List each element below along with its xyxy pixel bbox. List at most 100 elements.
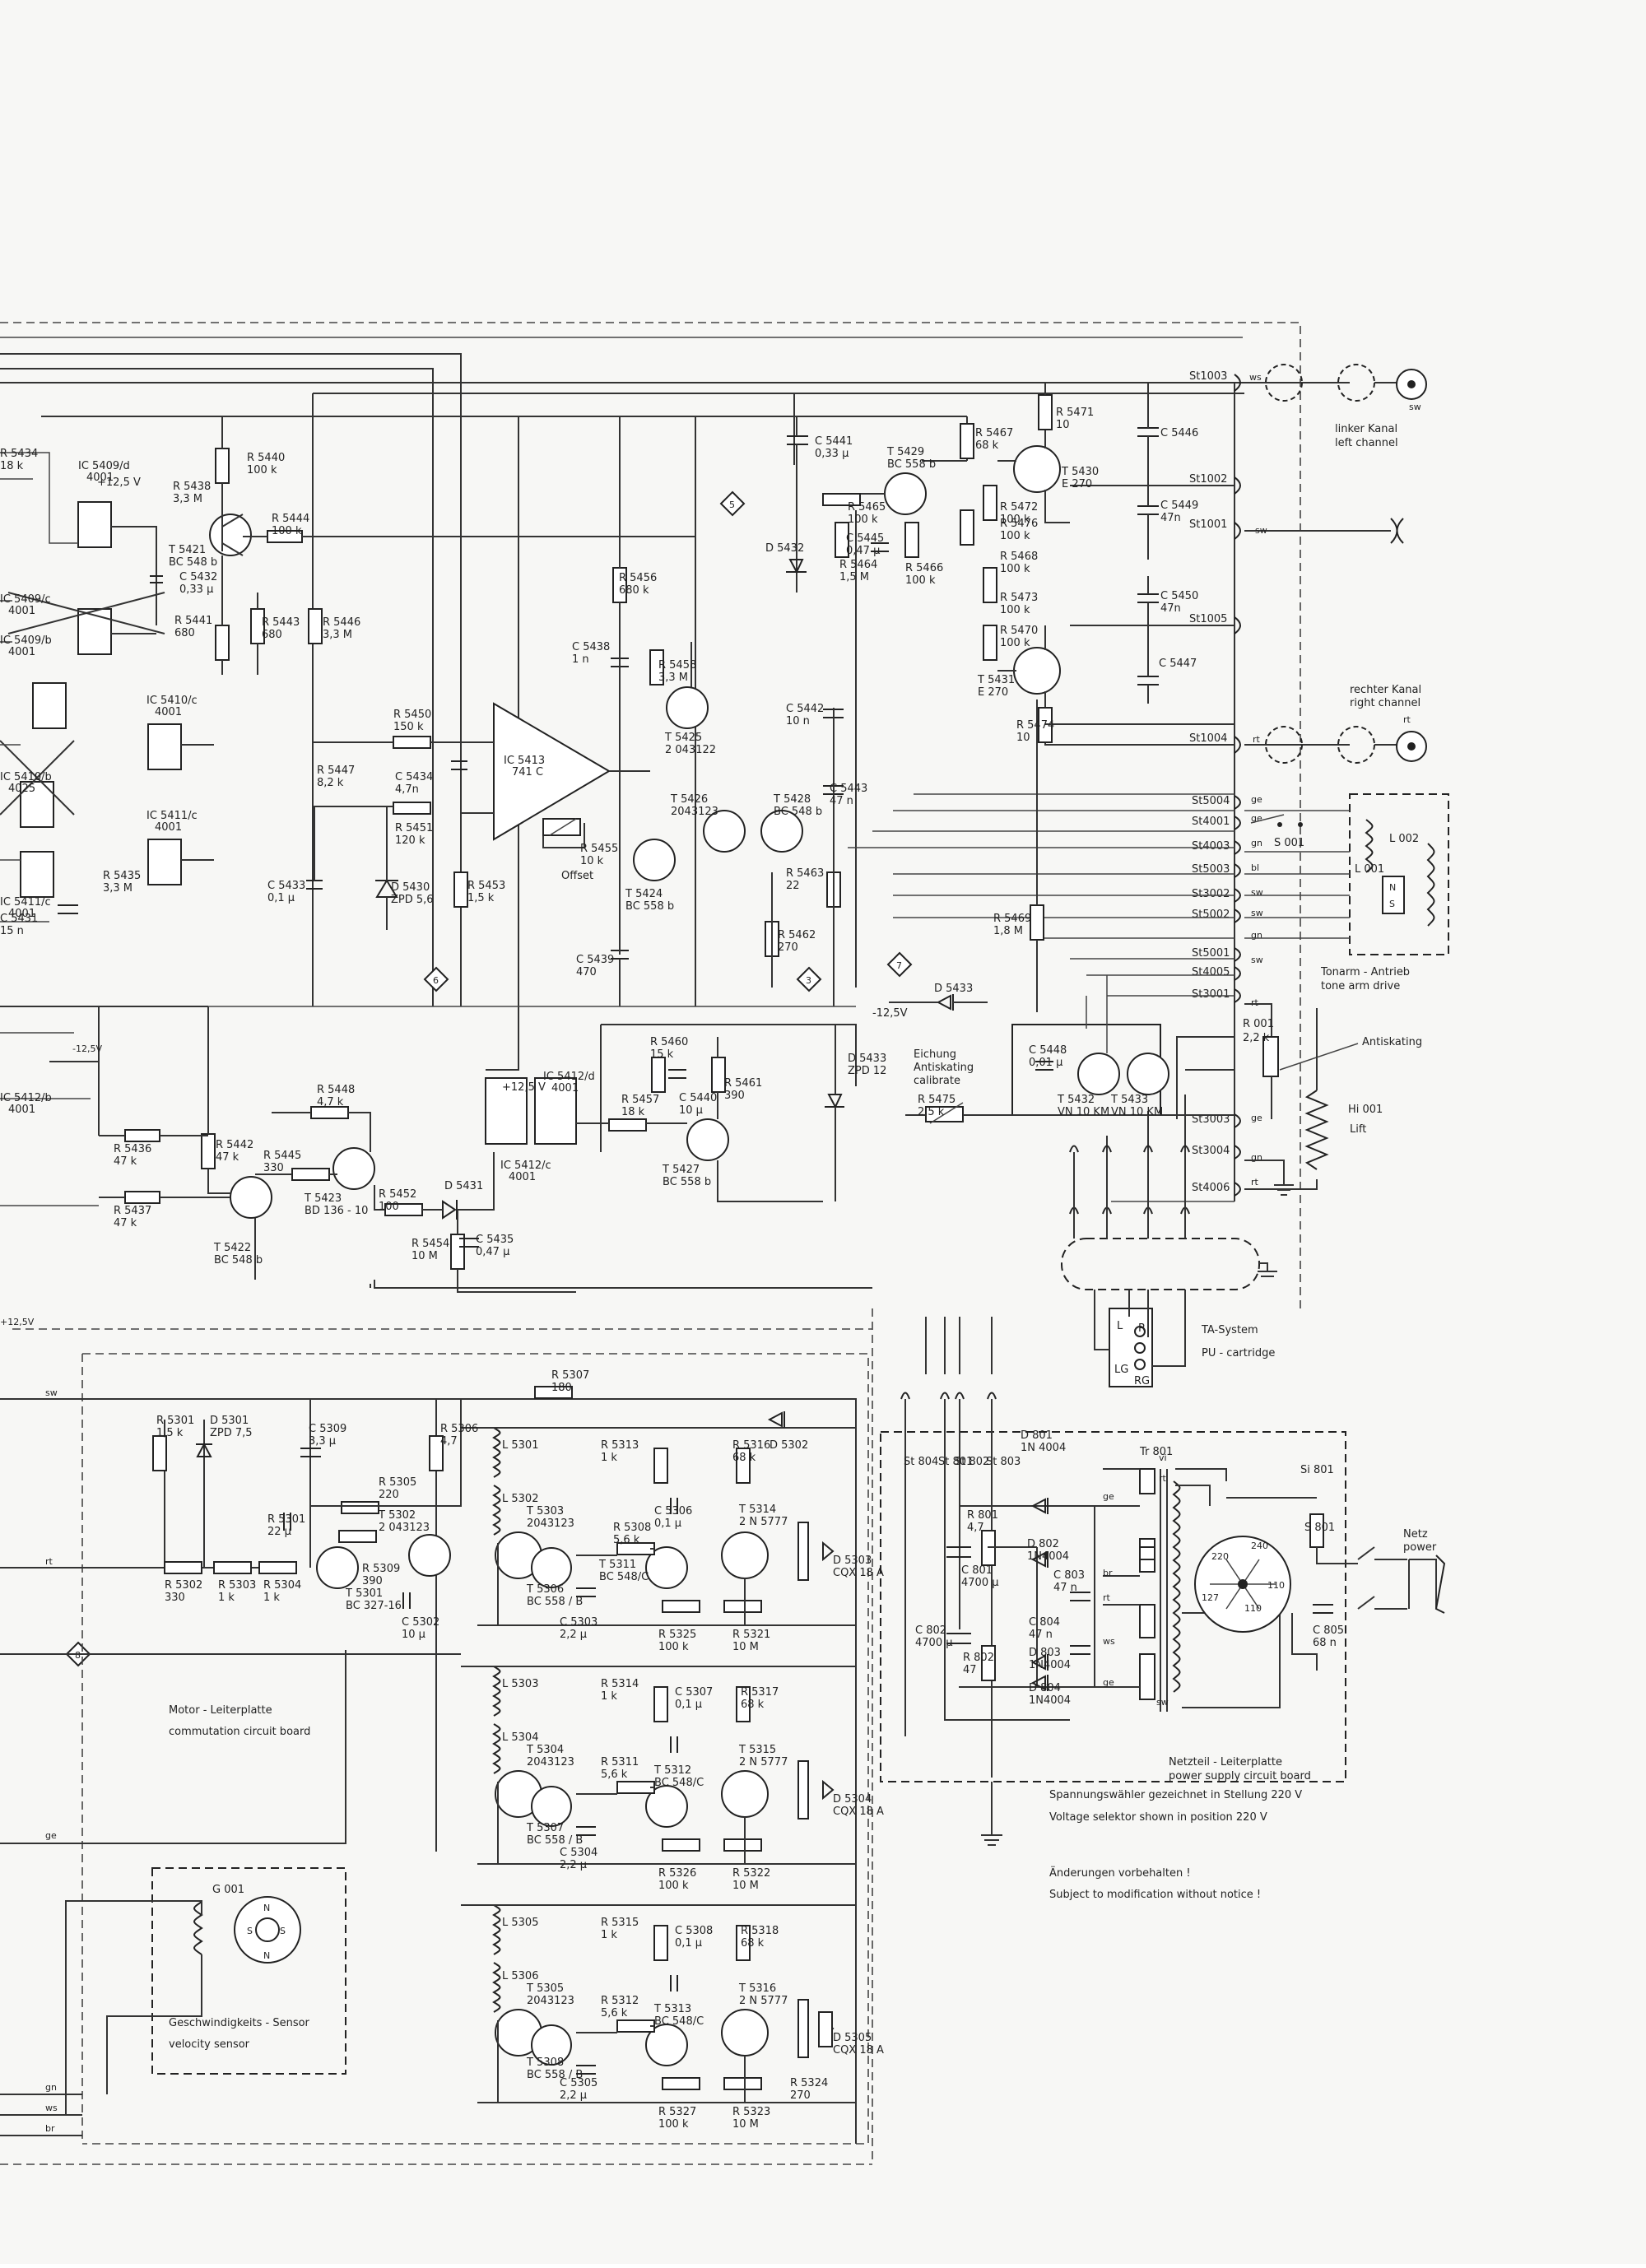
top-rails (0, 353, 1247, 1006)
wire-color-gn: gn (1251, 1152, 1262, 1163)
value-r5472: 100 k (1000, 514, 1030, 526)
value-c5440: 10 μ (679, 1104, 703, 1117)
motor-label-r5325: R 5325 (658, 1629, 696, 1641)
motor-label-d5301: D 5301 (210, 1415, 249, 1427)
ic-ic5410b: IC 5410/b (0, 771, 52, 783)
voltage-selector-127: 127 (1202, 1592, 1219, 1603)
label-r5460: R 5460 (650, 1036, 688, 1048)
label-c5450: C 5450 (1160, 590, 1198, 602)
s001-label: S 001 (1274, 837, 1304, 849)
connector-st1002: St1002 (1189, 473, 1227, 486)
resistor (736, 1686, 751, 1722)
transistor-driver (531, 1547, 572, 1588)
value-c5442: 10 n (786, 715, 810, 727)
label-r5447: R 5447 (317, 765, 355, 777)
bottom-wire-ws: ws (45, 2103, 58, 2113)
coil (492, 1723, 501, 1774)
label-c5442: C 5442 (786, 703, 824, 715)
bottom-wire-gn: gn (45, 2082, 57, 2093)
connector-st1005: St1005 (1189, 613, 1227, 625)
motor-value-r5307: 180 (551, 1382, 572, 1394)
ic-type: 4001 (86, 472, 114, 484)
value-t5426: 2043123 (671, 806, 718, 818)
motor-label-l5301: L 5301 (502, 1439, 538, 1452)
capacitor (670, 1975, 678, 1991)
motor-value-c5308: 0,1 μ (675, 1937, 702, 1950)
sensor-n2: N (263, 1950, 270, 1961)
value-r5454: 10 M (412, 1250, 438, 1262)
value-r5445: 330 (263, 1162, 284, 1174)
value-r5441: 680 (174, 627, 195, 639)
motor-label-r5309: R 5309 (362, 1563, 400, 1575)
ic-ic5411c: IC 5411/c (146, 810, 198, 822)
eichung-de2: Antiskating (914, 1062, 974, 1074)
motor-label-c5302: C 5302 (402, 1616, 439, 1629)
label-d5433: D 5433 (848, 1053, 886, 1065)
label-r5441: R 5441 (174, 615, 212, 627)
motor-label-t5303: T 5303 (526, 1505, 564, 1517)
value-r5475: 2,5 k (918, 1106, 945, 1118)
hi001-label: Hi 001 (1348, 1104, 1383, 1116)
ic-type: 4001 (155, 821, 182, 834)
motor-label-r5322: R 5322 (732, 1867, 770, 1880)
motor-label-l5306: L 5306 (502, 1970, 538, 1982)
label-r5436: R 5436 (114, 1143, 151, 1155)
motor-label-r5308: R 5308 (613, 1522, 651, 1534)
coil (492, 1904, 501, 1955)
label-t5431: T 5431 (977, 674, 1015, 686)
cartridge-block: L R LG RG TA-System PU - cartridge (1061, 1201, 1277, 1387)
psu-label-c805: C 805 (1313, 1624, 1344, 1637)
value-r5440: 100 k (247, 464, 277, 476)
capacitor (670, 1736, 678, 1753)
motor-value-r5312: 5,6 k (601, 2007, 628, 2019)
wire-color-gn: gn (1251, 838, 1262, 848)
motor-value-r5315: 1 k (601, 1929, 617, 1941)
psu-value-c801: 4700 μ (961, 1577, 999, 1589)
label-r5467: R 5467 (975, 427, 1013, 439)
ic-ic5410c: IC 5410/c (146, 695, 198, 707)
value-d5430: ZPD 5,6 (391, 894, 434, 906)
ic-type: 4001 (8, 646, 35, 658)
r001-label: R 001 (1243, 1018, 1274, 1030)
label-c5433: C 5433 (267, 880, 305, 892)
label-r5440: R 5440 (247, 452, 285, 464)
wire-color-sw: sw (1251, 908, 1263, 918)
psu-label-c803: C 803 (1053, 1569, 1085, 1582)
motor-value-r5303: 1 k (218, 1592, 235, 1604)
label-r5472: R 5472 (1000, 501, 1038, 514)
rail-plus-12v5-b: +12,5 V (502, 1081, 546, 1094)
value-c5434: 4,7n (395, 783, 419, 796)
motor-label-t5313: T 5313 (653, 2003, 691, 2015)
motor-label-d5302: D 5302 (770, 1439, 808, 1452)
psu-label-d804: D 804 (1029, 1682, 1061, 1694)
wire-color-gn: gn (1251, 930, 1262, 941)
motor-label-t5316: T 5316 (738, 1982, 776, 1995)
resistor (653, 1448, 668, 1484)
value-d5433: ZPD 12 (848, 1065, 886, 1077)
connector-st4001: St4001 (1192, 816, 1230, 828)
label-r5438: R 5438 (173, 481, 211, 493)
motor-label-r5314: R 5314 (601, 1678, 639, 1690)
motor-value-c5303: 2,2 μ (560, 1629, 587, 1641)
motor-label-r5317: R 5317 (741, 1686, 779, 1699)
motor-value-r5313: 1 k (601, 1452, 617, 1464)
psu-label-d801: D 801 (1021, 1429, 1053, 1442)
value-r5443: 680 (262, 629, 282, 641)
value-r5450: 150 k (393, 721, 424, 733)
resistor (736, 1925, 751, 1961)
marker-diamond (719, 490, 746, 517)
note-selector-en: Voltage selektor shown in position 220 V (1049, 1811, 1267, 1824)
connector-hook (1234, 476, 1241, 495)
left-edge-stubs (0, 452, 99, 1206)
value-r5476: 100 k (1000, 530, 1030, 542)
value-t5425: 2 043122 (665, 744, 716, 756)
motor-label-d5303: D 5303 (833, 1555, 872, 1567)
motor-label-t5305: T 5305 (526, 1982, 564, 1995)
antiskating-lift: R 001 2,2 k Antiskating Hi 001 Lift (1243, 1003, 1422, 1196)
label-c5445: C 5445 (846, 532, 884, 545)
value-r5455: 10 k (580, 855, 604, 867)
label-r5457: R 5457 (621, 1094, 659, 1106)
label-c5448: C 5448 (1029, 1044, 1067, 1057)
motor-value-r5305: 220 (379, 1489, 399, 1501)
